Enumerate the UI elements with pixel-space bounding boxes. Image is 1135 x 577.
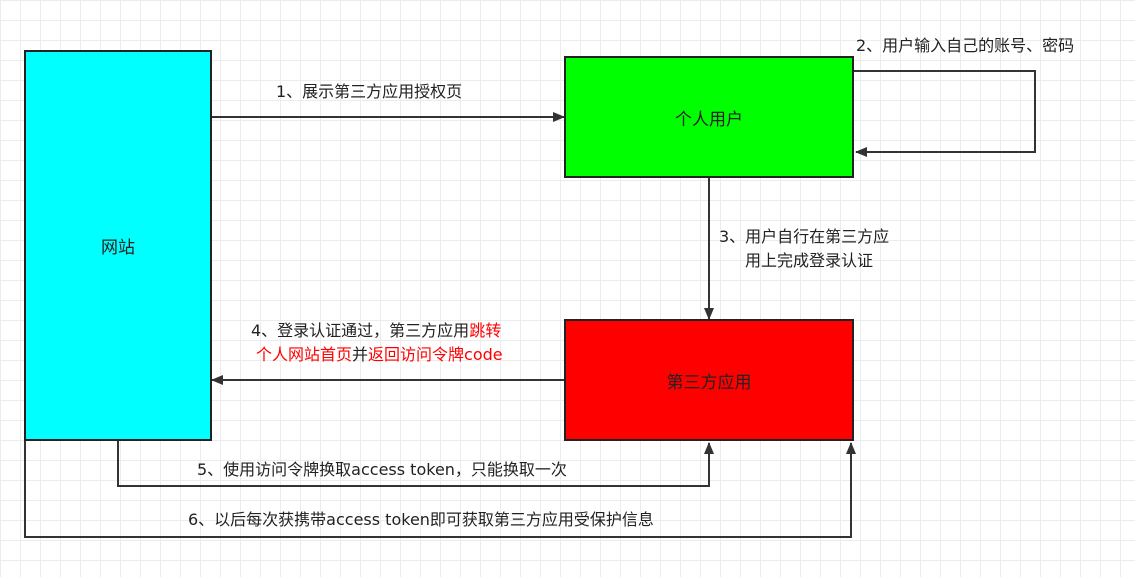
edge-4-text-e: 返回访问令牌code xyxy=(368,345,503,364)
edge-4-text-b: 跳转 xyxy=(469,321,502,340)
edge-4-text-c: 个人网站首页 xyxy=(256,345,353,364)
edge-5-label: 5、使用访问令牌换取access token，只能换取一次 xyxy=(197,460,567,479)
edge-4-text-d: 并 xyxy=(352,345,369,364)
node-website: 网站 xyxy=(24,50,212,441)
edge-6-arrow xyxy=(24,441,856,538)
edge-2-label: 2、用户输入自己的账号、密码 xyxy=(856,36,1075,55)
edge-2-arrow xyxy=(854,70,1036,157)
edge-3-label-line2: 用上完成登录认证 xyxy=(745,251,874,270)
edge-1-label: 1、展示第三方应用授权页 xyxy=(276,82,463,101)
node-website-label: 网站 xyxy=(101,238,135,258)
node-third-party: 第三方应用 xyxy=(564,319,854,441)
node-user: 个人用户 xyxy=(564,56,854,178)
node-third-party-label: 第三方应用 xyxy=(666,372,752,393)
edge-4-label-line1: 4、登录认证通过，第三方应用跳转 xyxy=(251,319,501,343)
edge-6-label: 6、以后每次获携带access token即可获取第三方应用受保护信息 xyxy=(188,510,654,529)
edge-4-label-line2: 个人网站首页并返回访问令牌code xyxy=(256,343,503,367)
node-user-label: 个人用户 xyxy=(675,109,743,130)
edge-5-arrow xyxy=(117,441,714,487)
edge-4-text-a: 4、登录认证通过，第三方应用 xyxy=(251,321,470,340)
edge-3-label-line1: 3、用户自行在第三方应 xyxy=(719,227,890,246)
